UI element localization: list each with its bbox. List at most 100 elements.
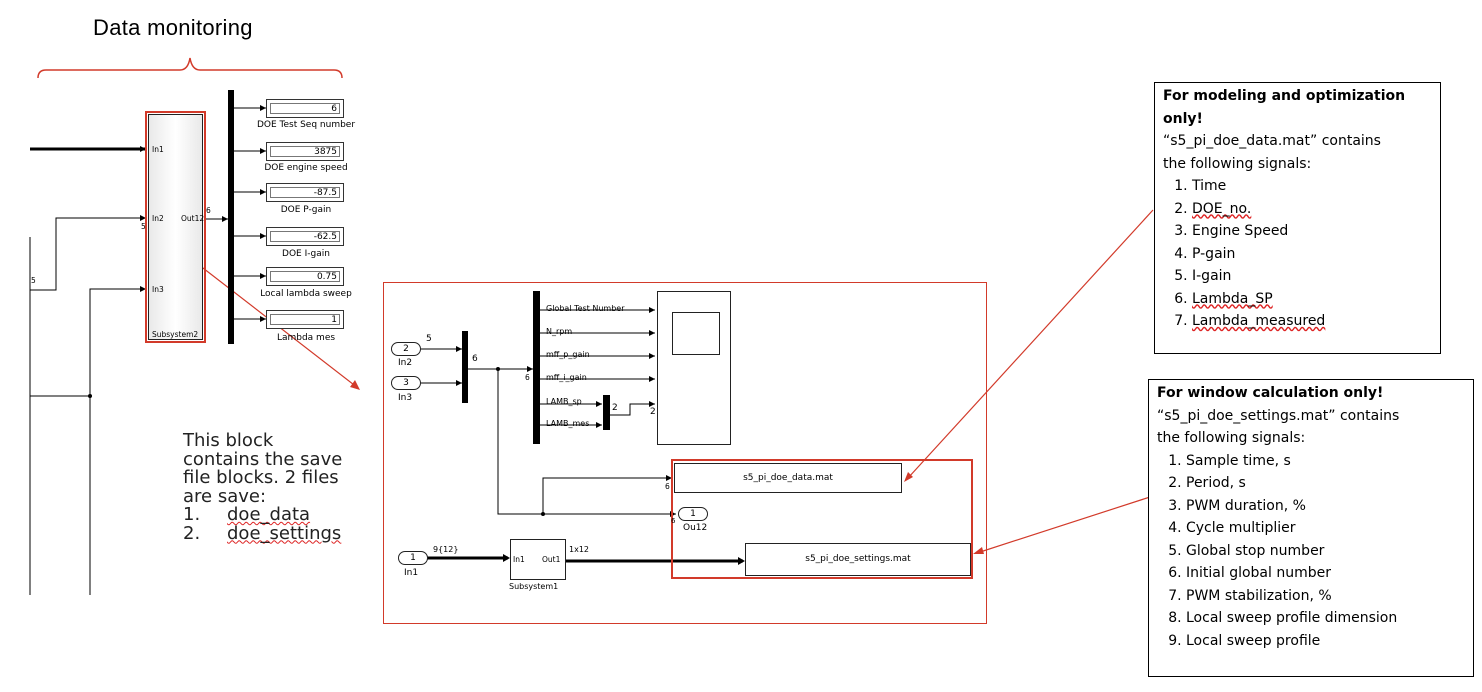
- display-lambda-sweep[interactable]: 0.75: [266, 267, 344, 286]
- subsystem1-block[interactable]: In1 Out1: [510, 539, 566, 580]
- scope-screen: [672, 312, 720, 355]
- mux-block[interactable]: [462, 331, 468, 403]
- list-item: P-gain: [1192, 243, 1432, 266]
- scope-in-signal: 2: [650, 407, 656, 417]
- inport-in2-label: In2: [398, 358, 413, 368]
- subsystem2-block[interactable]: In1 In2 In3 Out12 Subsystem2: [148, 114, 205, 340]
- inport-in1-label: In1: [404, 568, 419, 578]
- bus-selector-block[interactable]: [533, 291, 540, 444]
- display-label: Local lambda sweep: [260, 289, 352, 299]
- inport-in2[interactable]: 2: [391, 342, 421, 356]
- list-item: Global stop number: [1186, 540, 1465, 563]
- subsystem2-in2-signal: 5: [141, 222, 146, 231]
- list-item: PWM stabilization, %: [1186, 585, 1465, 608]
- display-test-seq[interactable]: 6: [266, 99, 344, 118]
- save-data-in-signal: 6: [665, 482, 670, 491]
- subsystem2-in2-label: In2: [152, 214, 164, 223]
- data-file-info-box: For modeling and optimization only! “s5_…: [1154, 82, 1441, 354]
- note-text: This block contains the save file blocks…: [183, 430, 373, 544]
- subsystem2-out-label: Out12: [181, 214, 205, 223]
- list-item: PWM duration, %: [1186, 495, 1465, 518]
- signal-label: LAMB_mes: [546, 419, 590, 428]
- signal-label: mff_i_gain: [546, 373, 587, 382]
- small-mux-signal: 2: [612, 403, 618, 413]
- list-item: Time: [1192, 175, 1432, 198]
- list-item: I-gain: [1192, 265, 1432, 288]
- list-item: DOE_no.: [1192, 198, 1432, 221]
- outport-label: Ou12: [683, 523, 708, 533]
- subsystem2-highlight: [145, 111, 206, 343]
- list-item: Local sweep profile: [1186, 630, 1465, 653]
- subsystem1-out-signal: 1x12: [569, 545, 590, 554]
- display-label: DOE P-gain: [280, 205, 332, 215]
- subsystem2-name: Subsystem2: [152, 330, 199, 339]
- list-item: Sample time, s: [1186, 450, 1465, 473]
- note-item: 1.doe_data: [183, 504, 311, 525]
- display-value: 3875: [270, 146, 340, 157]
- inport-in1[interactable]: 1: [398, 551, 428, 565]
- display-label: Lambda mes: [276, 333, 336, 343]
- list-item: Initial global number: [1186, 562, 1465, 585]
- display-label: DOE engine speed: [264, 163, 348, 173]
- note-item: 2.doe_settings: [183, 522, 342, 544]
- display-label: DOE I-gain: [282, 249, 330, 259]
- display-label: DOE Test Seq number: [256, 120, 356, 130]
- inport-in3[interactable]: 3: [391, 376, 421, 390]
- signal-label: Global Test Number: [546, 304, 625, 313]
- display-value: 1: [270, 314, 340, 325]
- subsystem1-out: Out1: [542, 555, 561, 564]
- box1-intro: “s5_pi_doe_data.mat” contains: [1163, 133, 1381, 149]
- signal-label: mff_p_gain: [546, 350, 590, 359]
- outport-ou12[interactable]: 1: [678, 507, 708, 521]
- inner-diagram-frame: [383, 282, 987, 624]
- subsystem2-in1-label: In1: [152, 145, 164, 154]
- scope-block[interactable]: [657, 291, 731, 445]
- inport-in3-label: In3: [398, 393, 413, 403]
- box2-signal-list: Sample time, s Period, s PWM duration, %…: [1157, 450, 1465, 653]
- note-line: are save:: [183, 485, 267, 507]
- list-item: Lambda_measured: [1192, 310, 1432, 333]
- save-settings-block[interactable]: s5_pi_doe_settings.mat: [745, 543, 971, 576]
- mux-out-signal: 6: [472, 354, 478, 364]
- outport-signal: 6: [671, 517, 676, 525]
- subsystem2-in3-label: In3: [152, 285, 164, 294]
- display-lambda-mes[interactable]: 1: [266, 310, 344, 329]
- display-value: 6: [270, 103, 340, 114]
- settings-file-info-box: For window calculation only! “s5_pi_doe_…: [1148, 379, 1474, 677]
- left-signal-label: 5: [31, 276, 36, 285]
- box2-heading: For window calculation only!: [1157, 385, 1384, 401]
- display-i-gain[interactable]: -62.5: [266, 227, 344, 246]
- box2-intro: “s5_pi_doe_settings.mat” contains: [1157, 407, 1400, 424]
- note-line: This block: [183, 430, 274, 451]
- subsystem1-in: In1: [513, 555, 525, 564]
- list-item: Lambda_SP: [1192, 288, 1432, 311]
- list-item: Period, s: [1186, 472, 1465, 495]
- save-blocks-highlight: [671, 459, 973, 579]
- signal-label: LAMB_sp: [546, 397, 582, 406]
- display-engine-speed[interactable]: 3875: [266, 142, 344, 161]
- small-mux-block[interactable]: [603, 395, 610, 430]
- signal-label: N_rpm: [546, 327, 573, 336]
- list-item: Local sweep profile dimension: [1186, 607, 1465, 630]
- box2-intro: the following signals:: [1157, 430, 1306, 446]
- subsystem2-out-signal: 6: [206, 206, 211, 215]
- box1-signal-list: Time DOE_no. Engine Speed P-gain I-gain …: [1163, 175, 1432, 333]
- display-value: 0.75: [270, 271, 340, 282]
- page-title: Data monitoring: [93, 15, 253, 40]
- inport-in2-signal: 5: [426, 334, 432, 344]
- demux-bus: [228, 90, 234, 344]
- bus-in-signal: 6: [525, 373, 530, 382]
- box1-heading: For modeling and optimization only!: [1163, 88, 1406, 127]
- display-value: -87.5: [270, 187, 340, 198]
- save-data-block[interactable]: s5_pi_doe_data.mat: [674, 463, 902, 493]
- subsystem1-name: Subsystem1: [509, 582, 559, 591]
- note-line: file blocks. 2 files: [183, 467, 339, 488]
- display-value: -62.5: [270, 231, 340, 242]
- box1-intro: the following signals:: [1163, 155, 1312, 172]
- note-line: contains the save: [183, 448, 343, 470]
- display-p-gain[interactable]: -87.5: [266, 183, 344, 202]
- list-item: Engine Speed: [1192, 220, 1432, 243]
- list-item: Cycle multiplier: [1186, 517, 1465, 540]
- inport-in1-signal: 9{12}: [433, 545, 459, 554]
